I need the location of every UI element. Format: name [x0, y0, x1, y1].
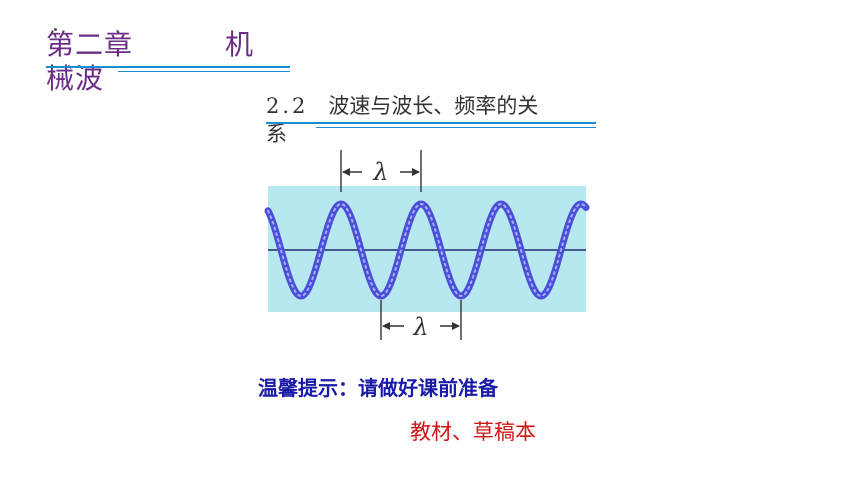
materials-text: 教材、草稿本 — [410, 420, 536, 444]
section-number: 2.2 — [266, 94, 309, 118]
section-underline — [266, 122, 596, 124]
reminder-text: 温馨提示：请做好课前准备 — [258, 376, 498, 400]
decorative-dot — [54, 28, 57, 31]
section-underline-secondary — [316, 127, 596, 128]
section-title: 波速与波长、频率的关 — [328, 94, 539, 118]
chapter-underline-secondary — [118, 71, 290, 72]
wave-highlight — [267, 202, 587, 298]
chapter-title-end: 机 — [225, 28, 255, 61]
section-title-overflow: 系 — [266, 122, 287, 146]
chapter-title: 第二章 — [46, 28, 134, 61]
section-heading: 2.2 波速与波长、频率的关 系 — [266, 92, 596, 148]
chapter-underline — [46, 66, 290, 68]
wavelength-label-top: λ — [372, 158, 388, 186]
wavelength-marker-bottom — [380, 300, 462, 340]
wavelength-label-bottom: λ — [412, 313, 428, 341]
wavelength-marker-top — [340, 150, 422, 192]
